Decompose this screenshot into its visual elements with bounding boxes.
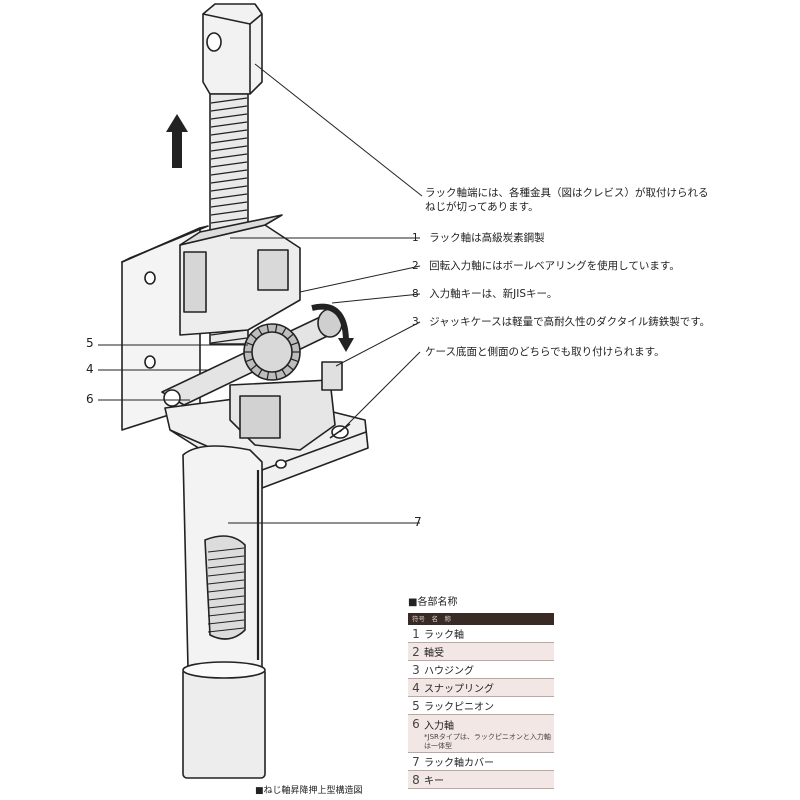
table-row: 6 入力軸 *JSRタイプは、ラックピニオンと入力軸は一体型 bbox=[408, 715, 554, 753]
label-number-7: 7 bbox=[414, 515, 422, 529]
table-row: 2 軸受 bbox=[408, 643, 554, 661]
label-number-4: 4 bbox=[86, 362, 94, 376]
part-number: 8 bbox=[412, 772, 420, 787]
part-name: 軸受 bbox=[424, 648, 444, 659]
parts-table-title: ■各部名称 bbox=[408, 597, 458, 608]
table-row: 5 ラックピニオン bbox=[408, 697, 554, 715]
housing-upper bbox=[179, 214, 301, 336]
part-name: 入力軸 bbox=[424, 721, 454, 732]
label-number-5: 5 bbox=[86, 336, 94, 350]
part-name: ハウジング bbox=[424, 666, 474, 677]
callout-1: 1 ラック軸は高級炭素鋼製 bbox=[412, 232, 545, 244]
label-number-6: 6 bbox=[86, 392, 94, 406]
part-number: 2 bbox=[412, 644, 420, 659]
rack-pinion-gear bbox=[243, 323, 301, 381]
part-number: 1 bbox=[412, 626, 420, 641]
callout-top-line1: ラック軸端には、各種金具（図はクレビス）が取付けられる bbox=[425, 187, 709, 199]
table-row: 4 スナップリング bbox=[408, 679, 554, 697]
bottom-sleeve bbox=[182, 661, 266, 779]
part-number: 3 bbox=[412, 662, 420, 677]
parts-table-header: 符号 名 称 bbox=[408, 613, 554, 625]
callout-8: 8 入力軸キーは、新JISキー。 bbox=[412, 288, 558, 300]
housing-lower bbox=[229, 361, 343, 451]
part-number: 4 bbox=[412, 680, 420, 695]
part-number: 7 bbox=[412, 754, 420, 769]
part-name: ラックピニオン bbox=[424, 702, 494, 713]
callout-3: 3 ジャッキケースは軽量で高耐久性のダクタイル鋳鉄製です。 bbox=[412, 316, 711, 328]
rotation-arrow-icon bbox=[311, 303, 354, 352]
leader-lines bbox=[98, 63, 423, 524]
clevis-head bbox=[202, 3, 263, 95]
part-note: *JSRタイプは、ラックピニオンと入力軸は一体型 bbox=[424, 733, 551, 750]
rack-shaft-cover bbox=[182, 445, 263, 691]
callout-2: 2 回転入力軸にはボールベアリングを使用しています。 bbox=[412, 260, 680, 272]
parts-name-table: ■各部名称 符号 名 称 1 ラック軸 2 軸受 3 ハウジング 4 スナップリ… bbox=[408, 593, 554, 789]
table-row: 1 ラック軸 bbox=[408, 625, 554, 643]
table-row: 3 ハウジング bbox=[408, 661, 554, 679]
callout-top-line2: ねじが切ってあります。 bbox=[425, 201, 539, 213]
part-number: 6 bbox=[412, 717, 420, 731]
table-row: 7 ラック軸カバー bbox=[408, 753, 554, 771]
up-arrow-icon bbox=[166, 114, 188, 168]
part-number: 5 bbox=[412, 698, 420, 713]
figure-caption: ■ねじ軸昇降押上型構造図 bbox=[255, 786, 363, 796]
part-name: スナップリング bbox=[424, 684, 494, 695]
part-name: ラック軸 bbox=[424, 630, 464, 641]
callout-case-mount: ケース底面と側面のどちらでも取り付けられます。 bbox=[425, 346, 665, 358]
part-name: キー bbox=[424, 776, 444, 787]
part-name: ラック軸カバー bbox=[424, 758, 494, 769]
table-row: 8 キー bbox=[408, 771, 554, 789]
